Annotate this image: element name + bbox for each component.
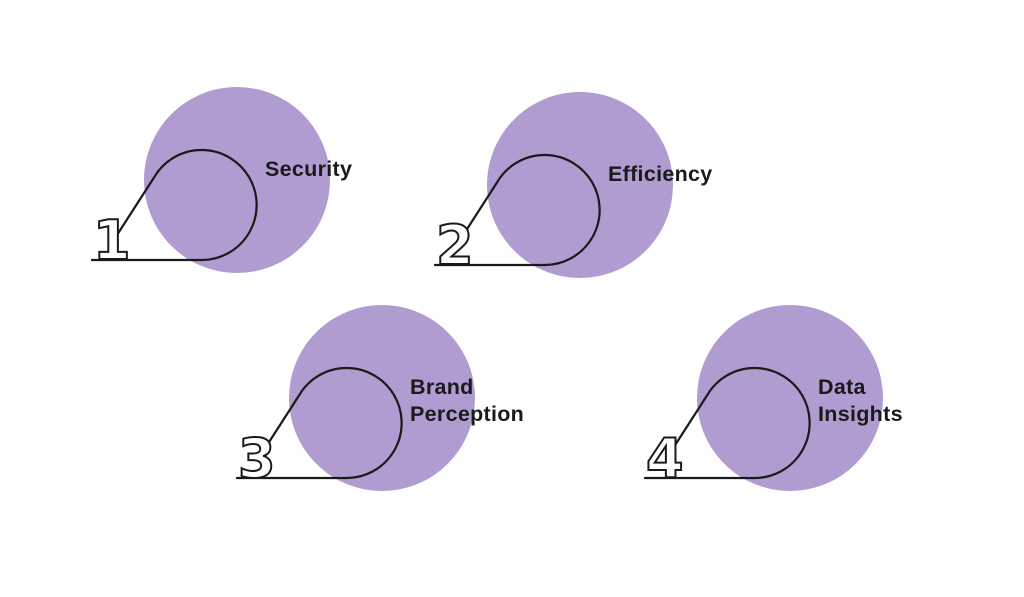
step-label: Security xyxy=(265,156,352,183)
step-label-line: Data xyxy=(818,375,866,399)
purple-circle xyxy=(697,305,883,491)
step-number: 4 xyxy=(646,427,684,490)
loop-outline xyxy=(235,366,403,480)
step-graphic-3: 3 xyxy=(235,305,475,491)
step-label: Brand Perception xyxy=(410,374,524,428)
step-label-line: Perception xyxy=(410,402,525,427)
purple-circle xyxy=(487,92,673,278)
step-number: 1 xyxy=(93,209,131,272)
loop-outline xyxy=(643,366,811,480)
step-number: 2 xyxy=(436,214,474,277)
step-label-line: Efficiency xyxy=(608,162,713,186)
step-label-line: Brand xyxy=(410,375,474,399)
step-number: 3 xyxy=(238,427,276,490)
step-item-4: 4 Data Insights xyxy=(640,303,1024,518)
step-label-line: Insights xyxy=(818,402,903,427)
step-graphic-2: 2 xyxy=(433,92,673,278)
loop-outline xyxy=(433,153,601,267)
step-label: Efficiency xyxy=(608,161,713,188)
step-item-3: 3 Brand Perception xyxy=(232,303,632,518)
step-graphic-4: 4 xyxy=(643,305,883,491)
step-label-line: Security xyxy=(265,157,353,181)
purple-circle xyxy=(289,305,475,491)
step-item-1: 1 Security xyxy=(87,85,487,300)
step-label: Data Insights xyxy=(818,374,903,428)
loop-outline xyxy=(90,148,258,262)
purple-circle xyxy=(144,87,330,273)
step-graphic-1: 1 xyxy=(90,87,330,273)
step-item-2: 2 Efficiency xyxy=(430,90,830,305)
